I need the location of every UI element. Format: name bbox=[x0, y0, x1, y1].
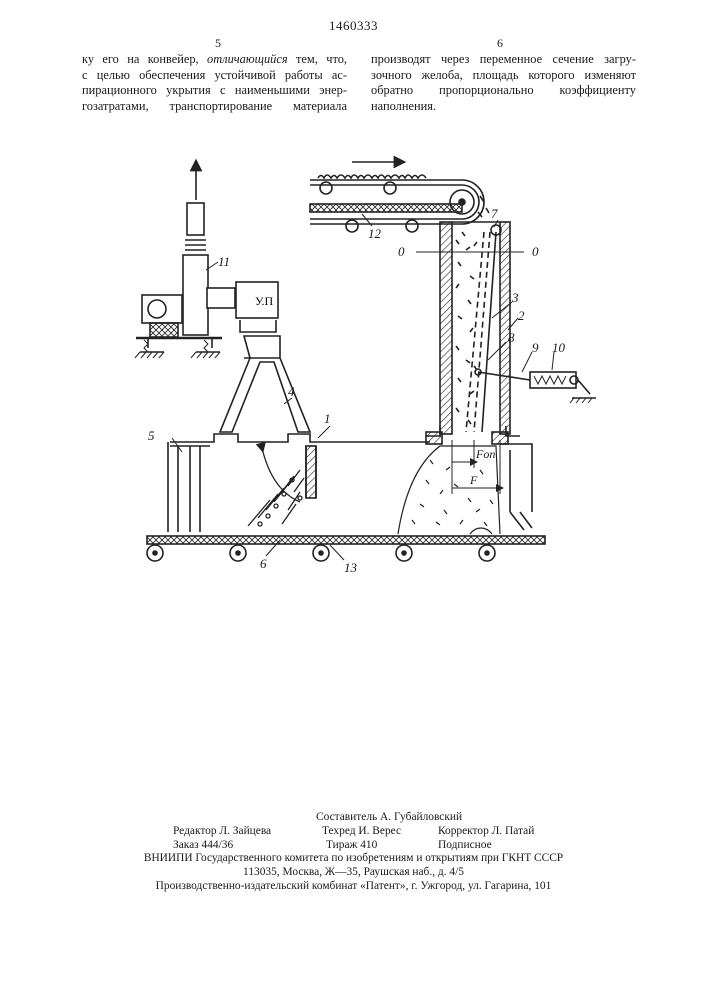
aspiration-unit bbox=[135, 165, 278, 358]
bottom-conveyor bbox=[147, 536, 545, 561]
loading-chute bbox=[416, 222, 596, 494]
publisher-line: Производственно-издательский комбинат «П… bbox=[0, 880, 707, 892]
falling-material bbox=[248, 470, 304, 526]
order: Заказ 444/36 bbox=[173, 838, 233, 852]
vniipi-line: ВНИИПИ Государственного комитета по изоб… bbox=[0, 852, 707, 864]
figure-label: 11 bbox=[218, 254, 230, 269]
figure-label: 3 bbox=[511, 290, 519, 305]
techred: Техред И. Верес bbox=[322, 824, 401, 838]
axis-label-right: 0 bbox=[532, 244, 539, 259]
editor: Редактор Л. Зайцева bbox=[173, 824, 271, 838]
address-line: 113035, Москва, Ж—35, Раушская наб., д. … bbox=[0, 866, 707, 878]
figure-label: 12 bbox=[368, 226, 382, 241]
figure-label: 1 bbox=[324, 411, 331, 426]
figure-label: 10 bbox=[552, 340, 566, 355]
dimension-fop: Fоп bbox=[475, 447, 495, 461]
corrector: Корректор Л. Патай bbox=[438, 824, 534, 838]
figure-label: 5 bbox=[148, 428, 155, 443]
compiler: Составитель А. Губайловский bbox=[316, 810, 462, 824]
figure-label: 7 bbox=[491, 206, 498, 221]
axis-label-left: 0 bbox=[398, 244, 405, 259]
figure-label: 6 bbox=[260, 556, 267, 571]
figure-label: 13 bbox=[344, 560, 358, 575]
subscription: Подписное bbox=[438, 838, 492, 852]
dimension-f: F bbox=[469, 473, 478, 487]
figure-label: 9 bbox=[532, 340, 539, 355]
unit-label: У.П bbox=[255, 294, 274, 308]
chute-enclosure bbox=[168, 426, 532, 532]
hood bbox=[220, 336, 310, 432]
figure-label: 2 bbox=[518, 308, 525, 323]
figure-label: 4 bbox=[288, 384, 295, 399]
circulation: Тираж 410 bbox=[326, 838, 377, 852]
figure-label: 8 bbox=[508, 330, 515, 345]
